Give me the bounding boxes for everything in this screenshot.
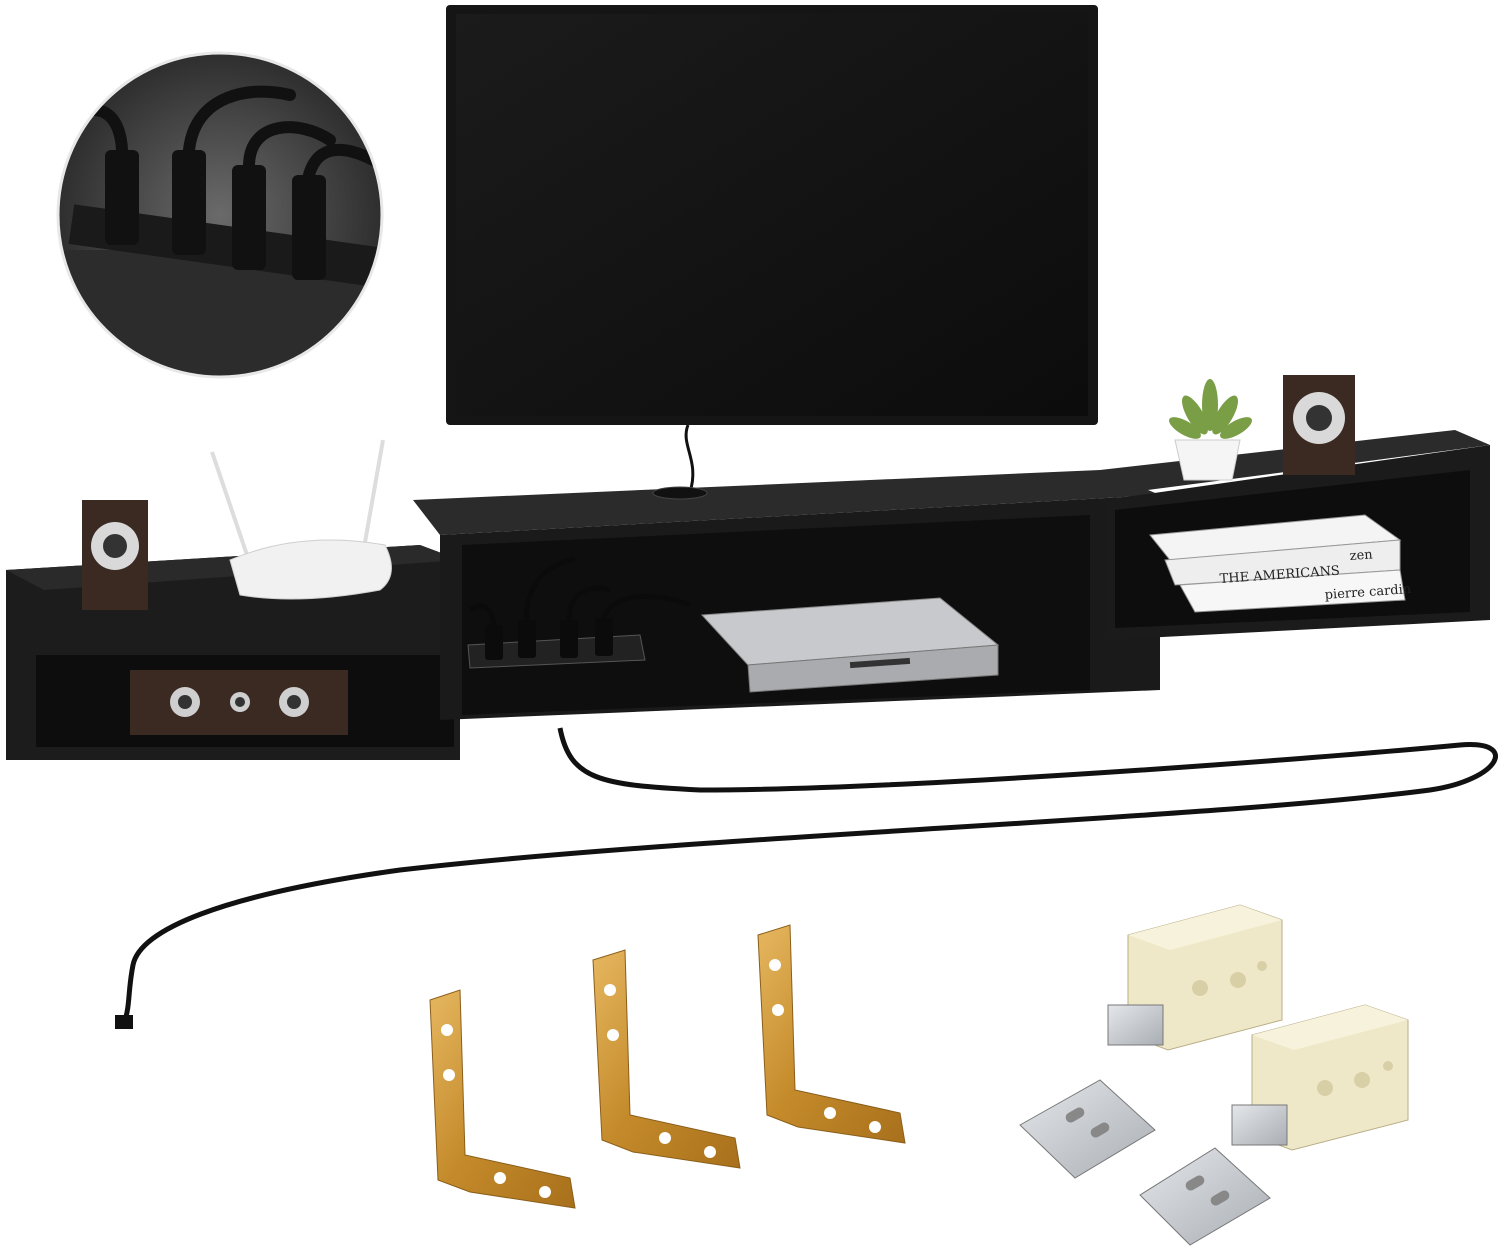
router xyxy=(210,439,392,600)
mounting-plate-2 xyxy=(1139,1147,1271,1246)
dvd-player xyxy=(700,597,1000,693)
book-spine-3: zen xyxy=(1349,547,1374,564)
detail-inset xyxy=(56,51,384,379)
book-spine-1: pierre cardin xyxy=(1324,582,1412,603)
plant xyxy=(1169,379,1252,481)
l-bracket-1 xyxy=(429,989,576,1209)
power-cord xyxy=(122,727,1498,1021)
mounting-plate-1 xyxy=(1019,1079,1156,1179)
tv xyxy=(446,5,1098,493)
books: pierre cardin THE AMERICANS zen xyxy=(1149,514,1412,613)
speaker-right xyxy=(1283,375,1355,475)
plug xyxy=(115,1015,133,1029)
power-strip xyxy=(467,557,691,669)
l-bracket-3 xyxy=(757,924,906,1144)
soundbar xyxy=(130,670,348,735)
mounting-bracket-1 xyxy=(1107,904,1283,1051)
l-bracket-2 xyxy=(592,949,741,1169)
speaker-left xyxy=(82,500,148,610)
mounting-bracket-2 xyxy=(1231,1004,1409,1151)
